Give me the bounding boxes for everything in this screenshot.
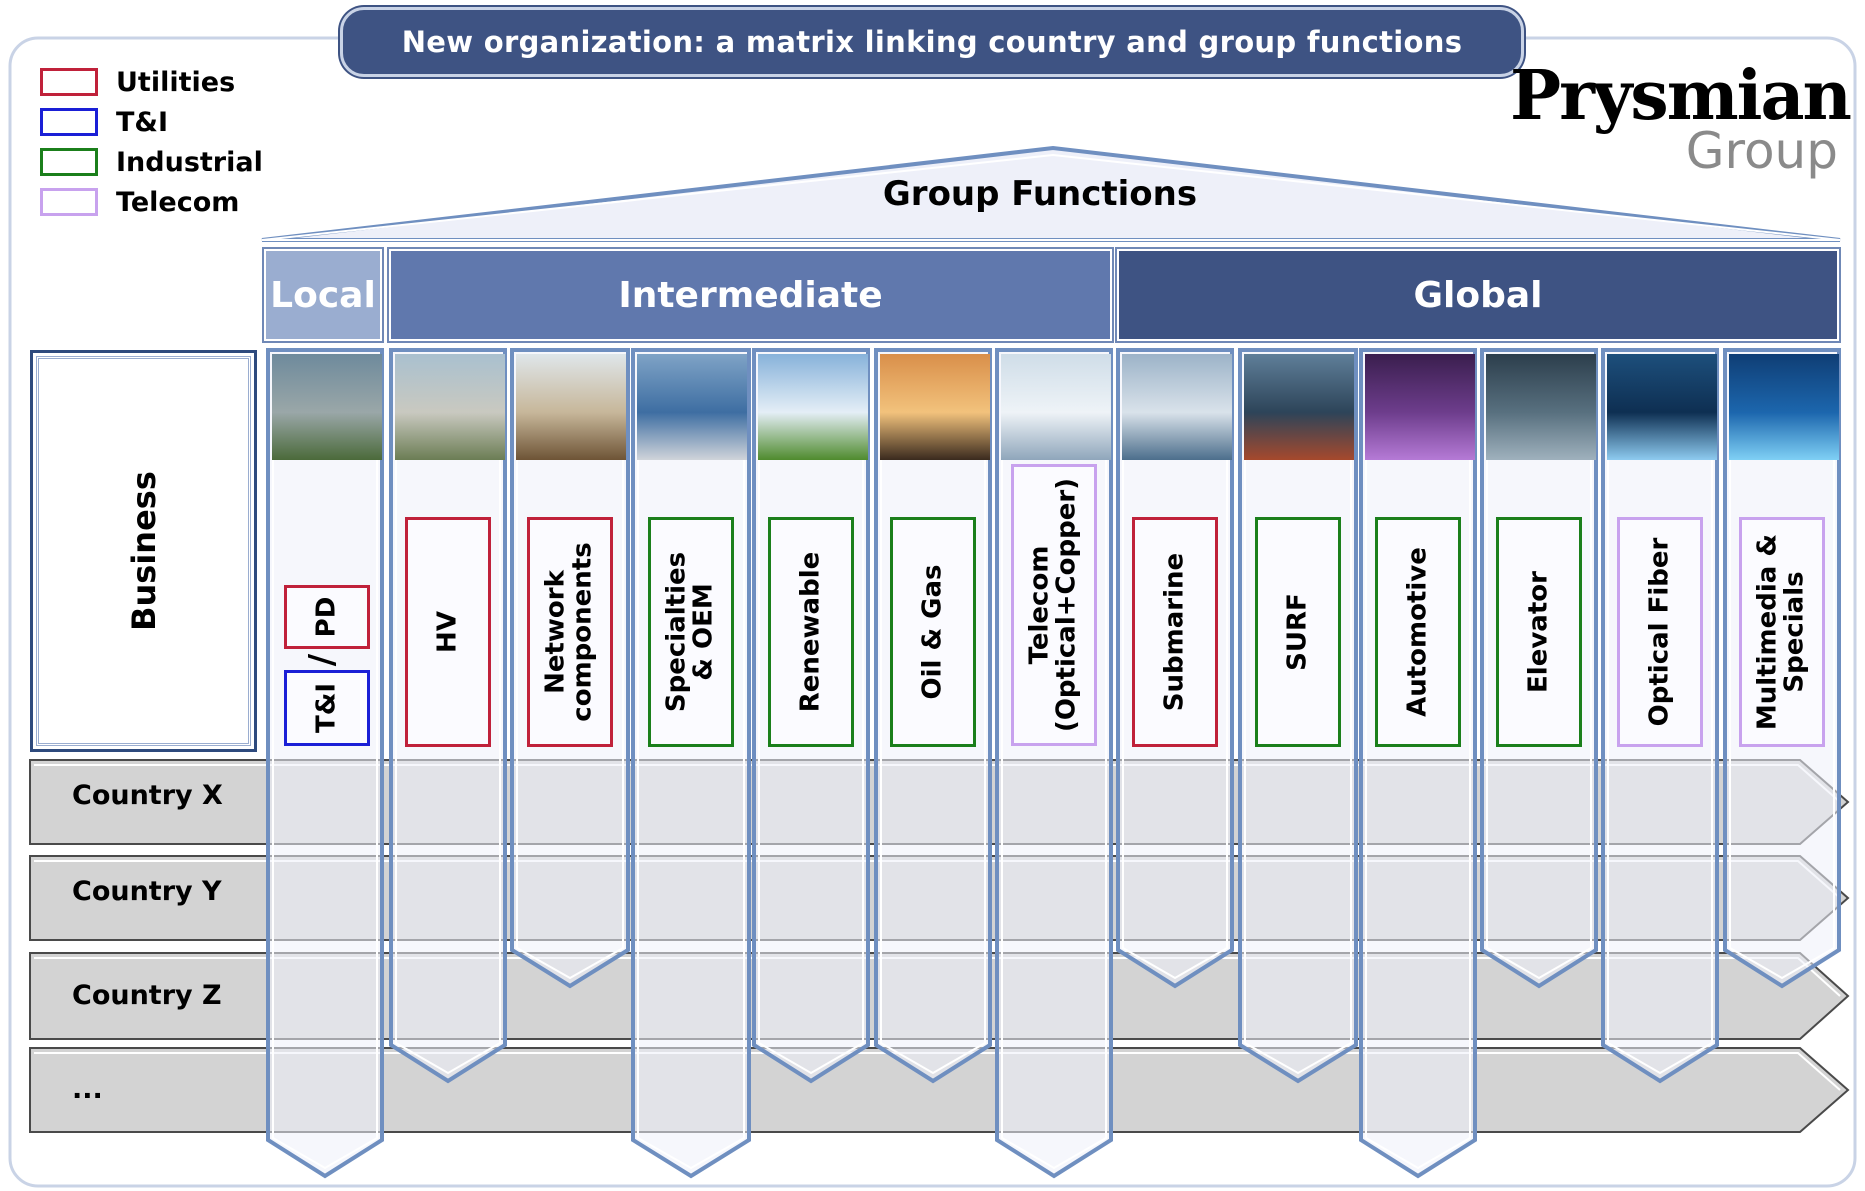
column-label-oil-pump: Oil & Gas [917,564,948,700]
label-box-ti: T&I [284,670,370,746]
oil-pump-photo [880,354,990,460]
legend-label: Utilities [116,66,236,98]
column-label-ti: T&I [311,682,342,734]
column-label-oil-platform: SURF [1282,593,1313,671]
wind-field-photo [758,354,868,460]
label-box-offshore-wind: Submarine [1132,517,1218,747]
label-box-screen: Multimedia &Specials [1739,517,1825,747]
legend: Utilities T&I Industrial Telecom [40,62,263,222]
label-slash: / [302,653,343,667]
logo-subtitle: Group [1685,122,1838,180]
legend-label: T&I [116,106,169,138]
label-box-ships-trains: Specialties& OEM [648,517,734,747]
label-box-pd: PD [284,585,370,649]
legend-swatch-industrial [40,148,98,176]
label-box-connectors: Telecom(Optical+Copper) [1011,464,1097,746]
ships-trains-photo [637,354,747,460]
elevator-photo [1486,354,1596,460]
tier-local: Local [262,247,384,343]
logo-wordmark: Prysmian [1509,56,1852,136]
label-box-cable-trench: HV [405,517,491,747]
column-label-pd: PD [311,596,342,638]
label-box-elevator: Elevator [1496,517,1582,747]
page-title: New organization: a matrix linking count… [340,7,1524,77]
business-label: Business [124,471,163,631]
legend-swatch-ti [40,108,98,136]
legend-label: Telecom [116,186,240,218]
function-column [631,348,751,1179]
country-z-label: Country Z [72,980,222,1011]
column-label-screen: Multimedia &Specials [1752,533,1810,731]
column-label-cable-trench: HV [432,611,463,653]
connectors-photo [1001,354,1111,460]
tier-global: Global [1115,247,1841,343]
legend-swatch-telecom [40,188,98,216]
label-box-wind-field: Renewable [768,517,854,747]
business-box: Business [30,350,257,752]
connector-photo [516,354,626,460]
legend-label: Industrial [116,146,263,178]
legend-item-industrial: Industrial [40,142,263,182]
legend-item-utilities: Utilities [40,62,263,102]
column-label-connectors: Telecom(Optical+Copper) [1024,477,1082,733]
label-box-car-wireframe: Automotive [1375,517,1461,747]
label-box-oil-platform: SURF [1255,517,1341,747]
country-band-highlight [34,1052,1841,1091]
column-label-wind-field: Renewable [795,551,826,713]
stadium-photo [272,354,382,460]
country-x-label: Country X [72,780,223,811]
offshore-wind-photo [1122,354,1232,460]
label-box-fiber: Optical Fiber [1617,517,1703,747]
cable-trench-photo [395,354,505,460]
column-label-elevator: Elevator [1523,571,1554,693]
column-label-ships-trains: Specialties& OEM [661,551,719,713]
label-box-oil-pump: Oil & Gas [890,517,976,747]
country-more-label: ... [72,1074,103,1105]
oil-platform-photo [1244,354,1354,460]
function-column [1359,348,1477,1179]
legend-item-ti: T&I [40,102,263,142]
tier-intermediate: Intermediate [387,247,1114,343]
function-column [266,348,384,1179]
column-label-offshore-wind: Submarine [1159,552,1190,712]
legend-item-telecom: Telecom [40,182,263,222]
car-wireframe-photo [1365,354,1475,460]
column-label-car-wireframe: Automotive [1402,547,1433,717]
legend-swatch-utilities [40,68,98,96]
group-functions-label: Group Functions [882,174,1198,214]
fiber-photo [1607,354,1717,460]
column-label-fiber: Optical Fiber [1644,537,1675,727]
screen-photo [1729,354,1839,460]
company-logo: Prysmian Group [1510,62,1852,192]
country-y-label: Country Y [72,876,222,907]
